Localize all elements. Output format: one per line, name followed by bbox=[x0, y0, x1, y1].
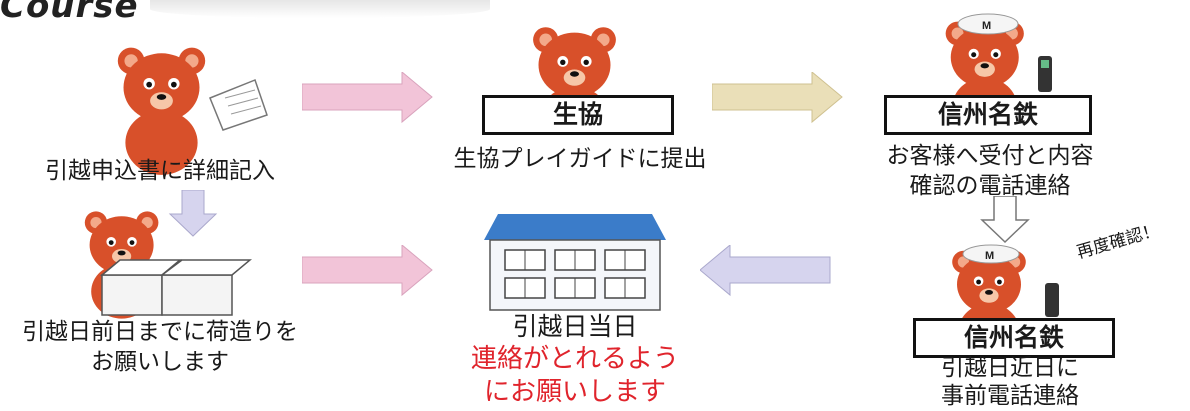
step-move-day-label: 引越日当日 bbox=[512, 312, 638, 341]
arrow-right-pink-2 bbox=[302, 245, 433, 296]
step-reception-line1: お客様へ受付と内容 bbox=[886, 143, 1094, 169]
step-reception-line2: 確認の電話連絡 bbox=[909, 173, 1071, 199]
bear-staff-phone-illustration: M bbox=[945, 13, 1052, 108]
svg-text:M: M bbox=[982, 20, 991, 32]
meitetsu-bottom-box-label: 信州名鉄 bbox=[913, 318, 1115, 358]
step-contact-line2: にお願いします bbox=[483, 377, 666, 407]
svg-text:M: M bbox=[985, 250, 994, 262]
step-packing-line2: お願いします bbox=[91, 349, 229, 375]
arrow-left-lavender bbox=[700, 245, 831, 297]
decorative-swash bbox=[150, 0, 490, 18]
meitetsu-top-box-label: 信州名鉄 bbox=[884, 95, 1092, 135]
bear-with-form-illustration bbox=[117, 47, 268, 175]
logo-text: Course bbox=[0, 0, 139, 26]
step-pre-call-line1: 引越日近日に bbox=[941, 355, 1079, 381]
arrow-down-left bbox=[168, 190, 218, 237]
bear-packing-illustration bbox=[84, 211, 252, 319]
arrow-right-beige bbox=[712, 72, 843, 123]
apartment-building-illustration bbox=[484, 214, 666, 311]
coop-box-label: 生協 bbox=[482, 95, 674, 135]
step-fill-form-label: 引越申込書に詳細記入 bbox=[45, 158, 275, 184]
reconfirm-note: 再度確認！ bbox=[1074, 220, 1162, 263]
arrow-right-pink bbox=[302, 72, 433, 123]
step-packing-line1: 引越日前日までに荷造りを bbox=[22, 319, 298, 345]
step-contact-line1: 連絡がとれるよう bbox=[470, 344, 679, 374]
step-submit-coop-label: 生協プレイガイドに提出 bbox=[453, 146, 707, 172]
step-pre-call-line2: 事前電話連絡 bbox=[941, 383, 1079, 409]
bear-staff-phone-illustration-2: M bbox=[952, 244, 1059, 328]
arrow-down-right bbox=[980, 196, 1030, 244]
